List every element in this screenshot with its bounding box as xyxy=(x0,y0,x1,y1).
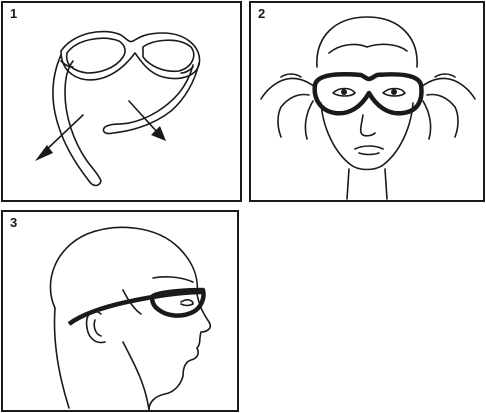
step-2-panel: 2 xyxy=(249,1,485,202)
step-3-panel: 3 xyxy=(1,210,239,412)
side-view-glasses-fit-icon xyxy=(3,212,237,410)
glasses-unfold-icon xyxy=(3,3,240,200)
person-putting-on-glasses-icon xyxy=(251,3,483,200)
step-1-panel: 1 xyxy=(1,1,242,202)
